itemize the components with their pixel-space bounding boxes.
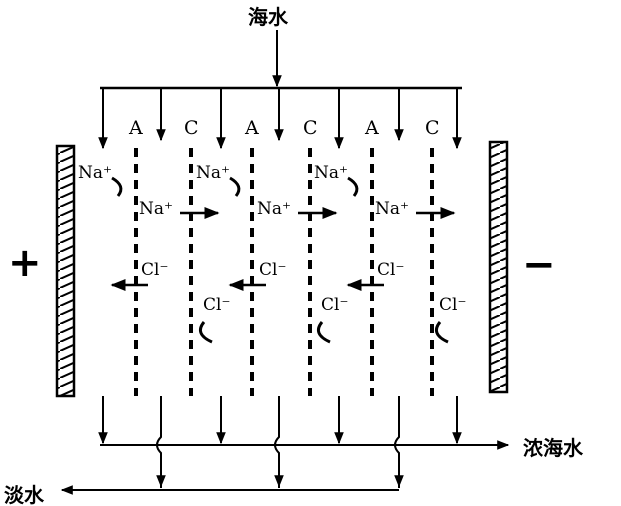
sodium-ion-entering: Na⁺ <box>314 163 348 183</box>
cathode-electrode <box>488 140 509 394</box>
sodium-ion-entering: Na⁺ <box>78 163 112 183</box>
chloride-ion-entering: Cl⁻ <box>203 295 230 315</box>
membrane-label: A <box>128 117 143 139</box>
cathode-sign: − <box>522 242 556 288</box>
membrane-label: C <box>303 117 318 139</box>
anode-electrode <box>55 144 76 398</box>
sodium-ion-label: Na⁺ <box>375 199 409 219</box>
curved-arrow-icon <box>434 321 449 344</box>
curved-arrow-icon <box>229 176 241 197</box>
chloride-ion-label: Cl⁻ <box>377 260 404 280</box>
curved-arrow-icon <box>198 321 213 344</box>
sodium-ion-label: Na⁺ <box>139 199 173 219</box>
curved-arrow-icon <box>316 321 331 344</box>
chloride-ion-label: Cl⁻ <box>141 260 168 280</box>
sodium-ion-entering: Na⁺ <box>196 163 230 183</box>
membrane-label: C <box>425 117 440 139</box>
chloride-ion-entering: Cl⁻ <box>321 295 348 315</box>
membrane-label: C <box>184 117 199 139</box>
membrane-label: A <box>364 117 379 139</box>
seawater-inlet-label: 海水 <box>248 5 289 29</box>
freshwater-outlet-label: 淡水 <box>4 483 45 506</box>
curved-arrow-icon <box>347 176 359 197</box>
membrane-label: A <box>244 117 259 139</box>
curved-arrow-icon <box>111 176 123 197</box>
concentrate-outlet-label: 浓海水 <box>523 436 584 460</box>
sodium-ion-label: Na⁺ <box>257 199 291 219</box>
anode-sign: + <box>8 240 42 286</box>
chloride-ion-label: Cl⁻ <box>259 260 286 280</box>
chloride-ion-entering: Cl⁻ <box>439 295 466 315</box>
